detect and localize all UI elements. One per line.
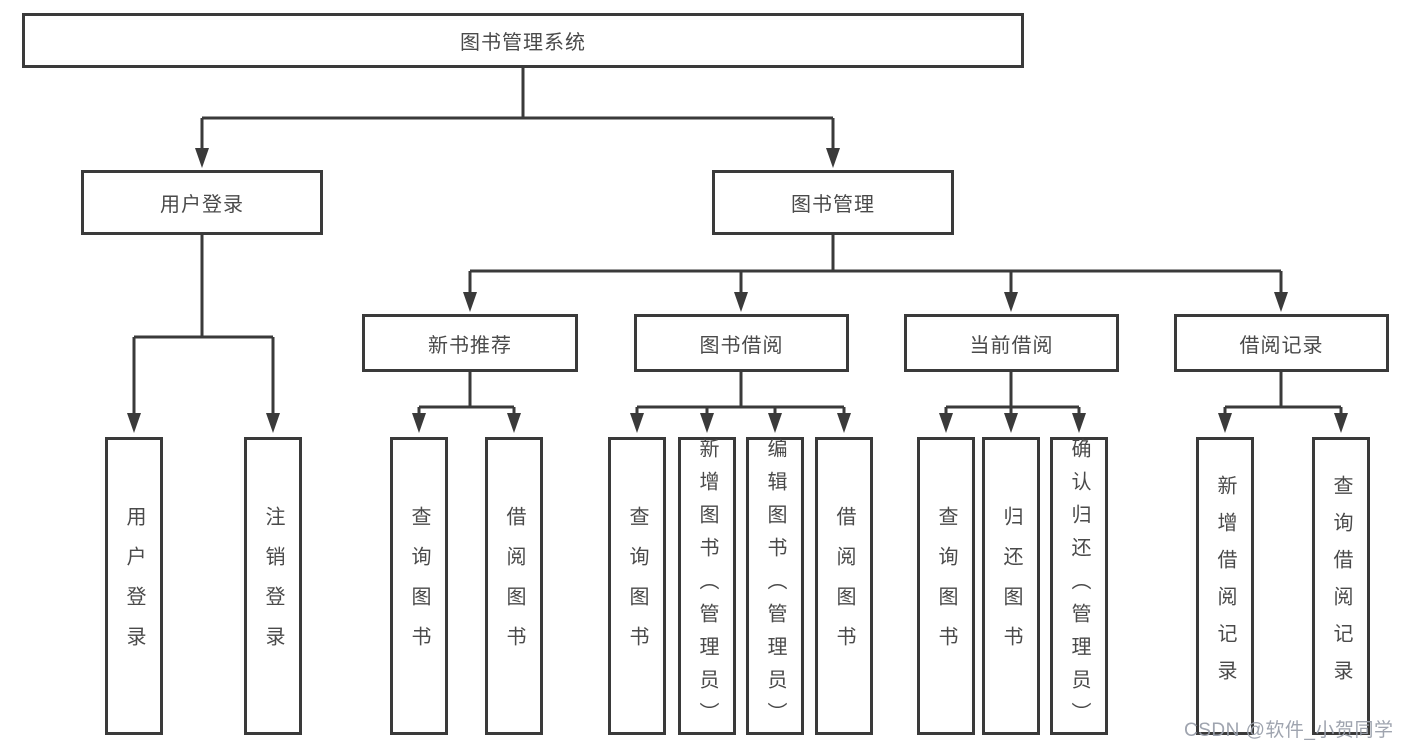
leaf-query-books-recommend-label: 查询图书 (408, 506, 430, 666)
node-book-borrowing-label: 图书借阅 (699, 334, 784, 357)
leaf-add-books-admin-label: 新增图书（管理员） (696, 437, 718, 735)
node-current-borrowing: 当前借阅 (904, 314, 1119, 372)
connector-new-book-children (412, 370, 521, 433)
node-user-login: 用户登录 (81, 170, 323, 235)
leaf-borrow-books-label: 借阅图书 (833, 506, 855, 666)
connector-borrow-records-children (1218, 370, 1348, 433)
leaf-borrow-books-recommend-label: 借阅图书 (503, 506, 525, 666)
node-book-borrowing: 图书借阅 (634, 314, 849, 372)
leaf-logout: 注销登录 (244, 437, 302, 735)
node-book-management: 图书管理 (712, 170, 954, 235)
node-current-borrowing-label: 当前借阅 (969, 334, 1054, 357)
leaf-confirm-return-admin-label: 确认归还（管理员） (1068, 437, 1090, 735)
leaf-user-login-label: 用户登录 (123, 506, 145, 666)
connector-book-management-children (463, 233, 1288, 312)
leaf-add-borrow-record-label: 新增借阅记录 (1214, 475, 1236, 697)
leaf-user-login: 用户登录 (105, 437, 163, 735)
leaf-return-books-label: 归还图书 (1000, 506, 1022, 666)
node-library-management-system: 图书管理系统 (22, 13, 1024, 68)
leaf-add-borrow-record: 新增借阅记录 (1196, 437, 1254, 735)
leaf-return-books: 归还图书 (982, 437, 1040, 735)
leaf-query-books-current-label: 查询图书 (935, 506, 957, 666)
node-borrow-records: 借阅记录 (1174, 314, 1389, 372)
leaf-borrow-books: 借阅图书 (815, 437, 873, 735)
leaf-query-books-borrowing-label: 查询图书 (626, 506, 648, 666)
connector-current-borrowing-children (939, 370, 1086, 433)
connector-user-login-children (127, 233, 280, 433)
node-book-management-label: 图书管理 (791, 194, 875, 216)
connector-root-to-level2 (195, 66, 840, 168)
leaf-confirm-return-admin: 确认归还（管理员） (1050, 437, 1108, 735)
node-user-login-label: 用户登录 (160, 194, 244, 216)
leaf-borrow-books-recommend: 借阅图书 (485, 437, 543, 735)
leaf-logout-label: 注销登录 (262, 506, 284, 666)
leaf-query-books-current: 查询图书 (917, 437, 975, 735)
leaf-query-borrow-record-label: 查询借阅记录 (1330, 475, 1352, 697)
leaf-query-books-recommend: 查询图书 (390, 437, 448, 735)
node-new-book-recommend: 新书推荐 (362, 314, 578, 372)
connector-book-borrowing-children (630, 370, 851, 433)
leaf-edit-books-admin: 编辑图书（管理员） (746, 437, 804, 735)
leaf-query-books-borrowing: 查询图书 (608, 437, 666, 735)
leaf-query-borrow-record: 查询借阅记录 (1312, 437, 1370, 735)
node-borrow-records-label: 借阅记录 (1239, 334, 1324, 357)
csdn-watermark: CSDN @软件_小贺同学 (1184, 720, 1394, 741)
leaf-edit-books-admin-label: 编辑图书（管理员） (764, 437, 786, 735)
node-library-management-system-label: 图书管理系统 (460, 32, 586, 54)
leaf-add-books-admin: 新增图书（管理员） (678, 437, 736, 735)
node-new-book-recommend-label: 新书推荐 (428, 334, 512, 357)
